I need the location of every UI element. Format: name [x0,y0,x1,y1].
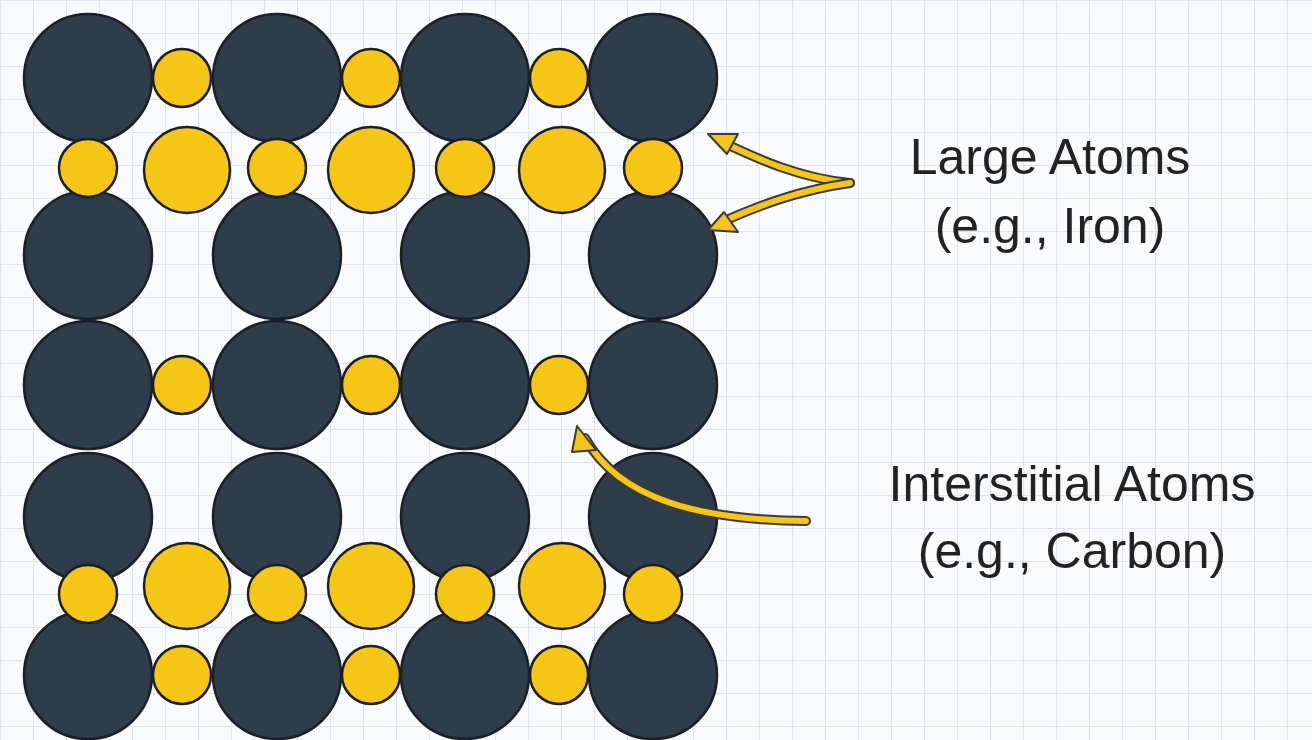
carbon-atom [153,49,211,107]
callout-example: (e.g., Iron) [935,196,1166,256]
callout-label: Large Atoms [910,127,1191,187]
carbon-atom [248,139,306,197]
carbon-atom [530,49,588,107]
iron-atom [401,321,529,449]
carbon-atom [328,127,414,213]
iron-atom [401,191,529,319]
carbon-atom [624,565,682,623]
atom-lattice [24,14,717,739]
iron-atom [401,453,529,581]
callout-arrows [585,142,850,521]
carbon-atom [59,139,117,197]
iron-atom [213,611,341,739]
carbon-atom [248,565,306,623]
arrow-heads [572,134,738,452]
carbon-atom [328,543,414,629]
carbon-atom [436,139,494,197]
iron-atom [213,14,341,142]
iron-atom [589,321,717,449]
carbon-atom [342,646,400,704]
carbon-atom [342,49,400,107]
carbon-atom [153,646,211,704]
iron-atom [24,321,152,449]
carbon-atom [624,139,682,197]
iron-atom [24,611,152,739]
carbon-atom [342,356,400,414]
iron-atom [589,191,717,319]
iron-atom [401,14,529,142]
carbon-atom [519,543,605,629]
iron-atom [589,611,717,739]
iron-atom [589,14,717,142]
iron-atom [213,453,341,581]
carbon-atom [519,127,605,213]
carbon-atom [144,543,230,629]
carbon-atom [59,565,117,623]
iron-atom [213,191,341,319]
carbon-atom [530,646,588,704]
callout-example: (e.g., Carbon) [918,521,1226,581]
carbon-atom [436,565,494,623]
carbon-atom [153,356,211,414]
carbon-atom [144,127,230,213]
iron-atom [24,191,152,319]
iron-atom [213,321,341,449]
carbon-atom [530,356,588,414]
iron-atom [24,453,152,581]
iron-atom [24,14,152,142]
callout-label: Interstitial Atoms [889,454,1256,514]
iron-atom [401,611,529,739]
